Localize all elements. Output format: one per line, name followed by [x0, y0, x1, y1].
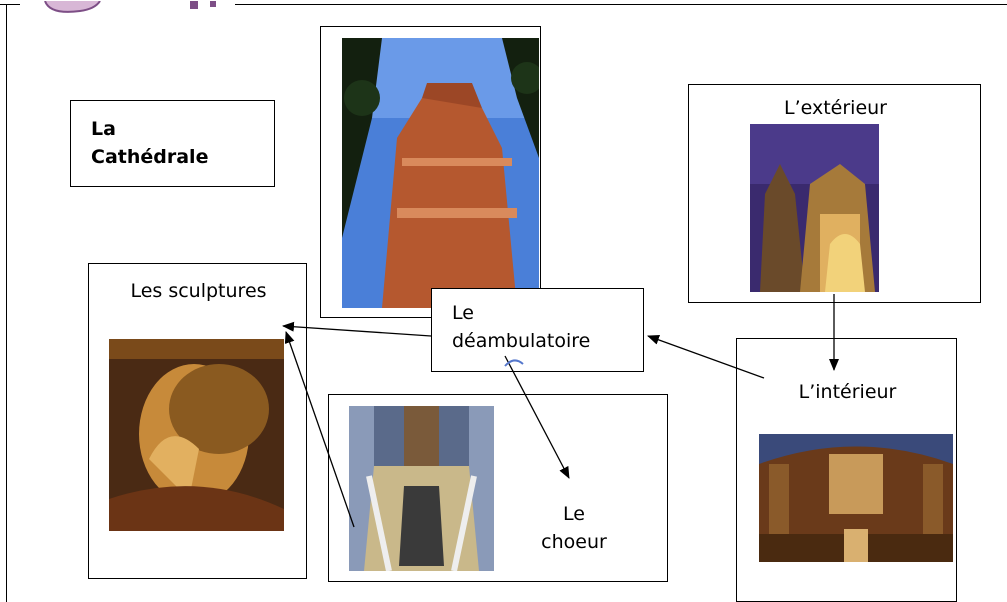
- deambulatoire-line2: déambulatoire: [452, 330, 591, 352]
- title-line1: La: [91, 118, 116, 140]
- cathedral-tower-photo: [342, 38, 539, 308]
- page-border-top: [235, 4, 1007, 5]
- choir-photo: [349, 406, 494, 571]
- page-border-left: [6, 4, 7, 602]
- sculptures-label: Les sculptures: [130, 280, 267, 302]
- exterieur-label: L’extérieur: [784, 97, 887, 119]
- deambulatoire-line1: Le: [452, 302, 474, 324]
- interieur-label: L’intérieur: [798, 381, 897, 403]
- choeur-line2: choeur: [541, 531, 607, 553]
- title-line2: Cathédrale: [91, 146, 209, 168]
- logo-fragment: [40, 0, 220, 14]
- node-deambulatoire: Le déambulatoire: [431, 288, 644, 372]
- exterior-photo: [750, 124, 879, 292]
- interior-photo: [759, 434, 953, 562]
- title-box: La Cathédrale: [70, 100, 275, 187]
- page-border-top-left: [0, 4, 20, 5]
- sculpture-photo: [109, 339, 284, 531]
- choeur-line1: Le: [563, 503, 585, 525]
